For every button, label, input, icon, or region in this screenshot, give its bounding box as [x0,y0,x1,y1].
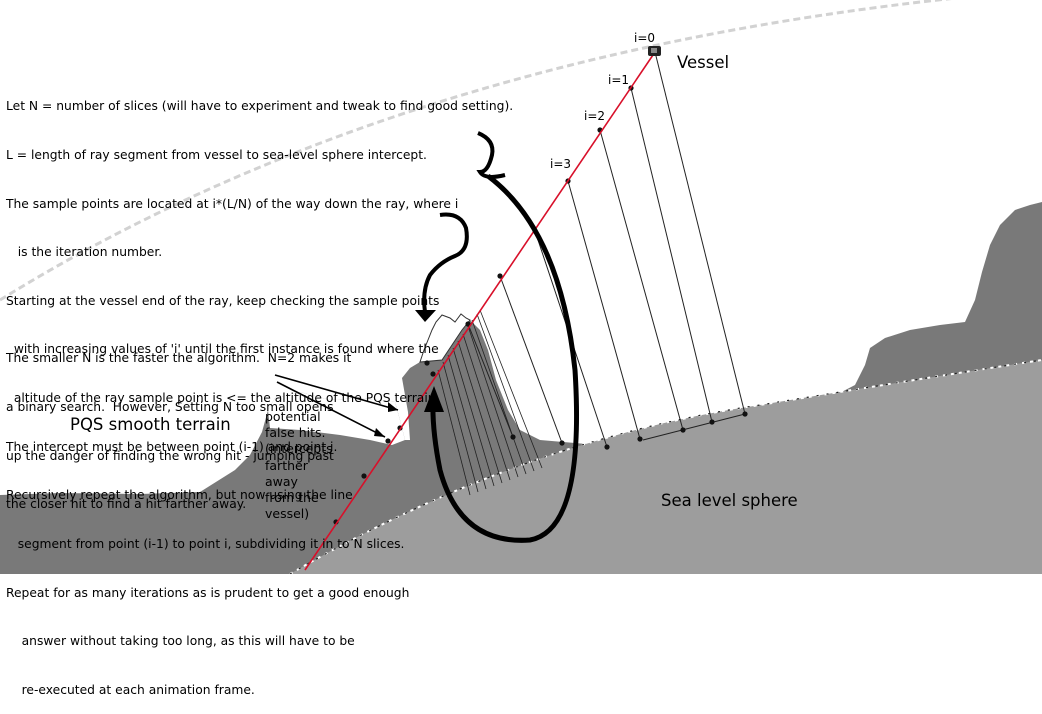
fine-slice-lines [437,309,543,496]
algorithm-line: answer without taking too long, as this … [6,634,355,649]
ray-terrain-diagram [0,0,1042,574]
algorithm-line: Let N = number of slices (will have to e… [6,99,514,114]
terrain-white-patch [268,392,405,445]
recursion-loop-arrow [430,174,580,543]
terrain-label: PQS smooth terrain [70,415,231,434]
recursion-arrowhead [424,386,444,412]
algorithm-line: L = length of ray segment from vessel to… [6,148,427,163]
terrain-peak [419,313,471,363]
algorithm-line: altitude of the ray sample point is <= t… [6,391,440,406]
algorithm-line: is the iteration number. [6,245,163,260]
algorithm-line: segment from point (i-1) to point i, sub… [6,536,405,551]
ray [304,51,656,571]
algorithm-line: Recursively repeat the algorithm, but no… [6,488,353,503]
i2-label: i=2 [584,109,606,123]
squiggle-2 [422,212,469,313]
squiggle-arrowhead [415,310,436,322]
i1-label: i=1 [608,73,630,87]
sea-level-sphere [290,360,1042,574]
false-hit-arrows [274,374,399,438]
algorithm-line: The sample points are located at i*(L/N)… [6,196,459,211]
i0-label: i=0 [634,31,656,45]
note-line: a binary search. However, Setting N too … [6,400,334,415]
false-hits-label: potential false hits. (intercepts farthe… [265,409,333,522]
algorithm-line: Repeat for as many iterations as is prud… [6,585,410,600]
algorithm-line: with increasing values of 'i' until the … [6,342,439,357]
algorithm-line: re-executed at each animation frame. [6,682,255,697]
note-line: up the danger of finding the wrong hit -… [6,448,334,463]
note-line: the closer hit to find a hit farther awa… [6,497,247,512]
n-tradeoff-note: The smaller N is the faster the algorith… [6,318,351,529]
vessel-icon [648,46,661,56]
algorithm-line: Starting at the vessel end of the ray, k… [6,293,440,308]
note-line: The smaller N is the faster the algorith… [6,351,352,366]
algorithm-line: The intercept must be between point (i-1… [6,439,338,454]
orbit-arc [0,0,953,302]
sea-level-label: Sea level sphere [661,491,798,510]
i3-label: i=3 [550,157,572,171]
vessel-label: Vessel [677,53,730,72]
